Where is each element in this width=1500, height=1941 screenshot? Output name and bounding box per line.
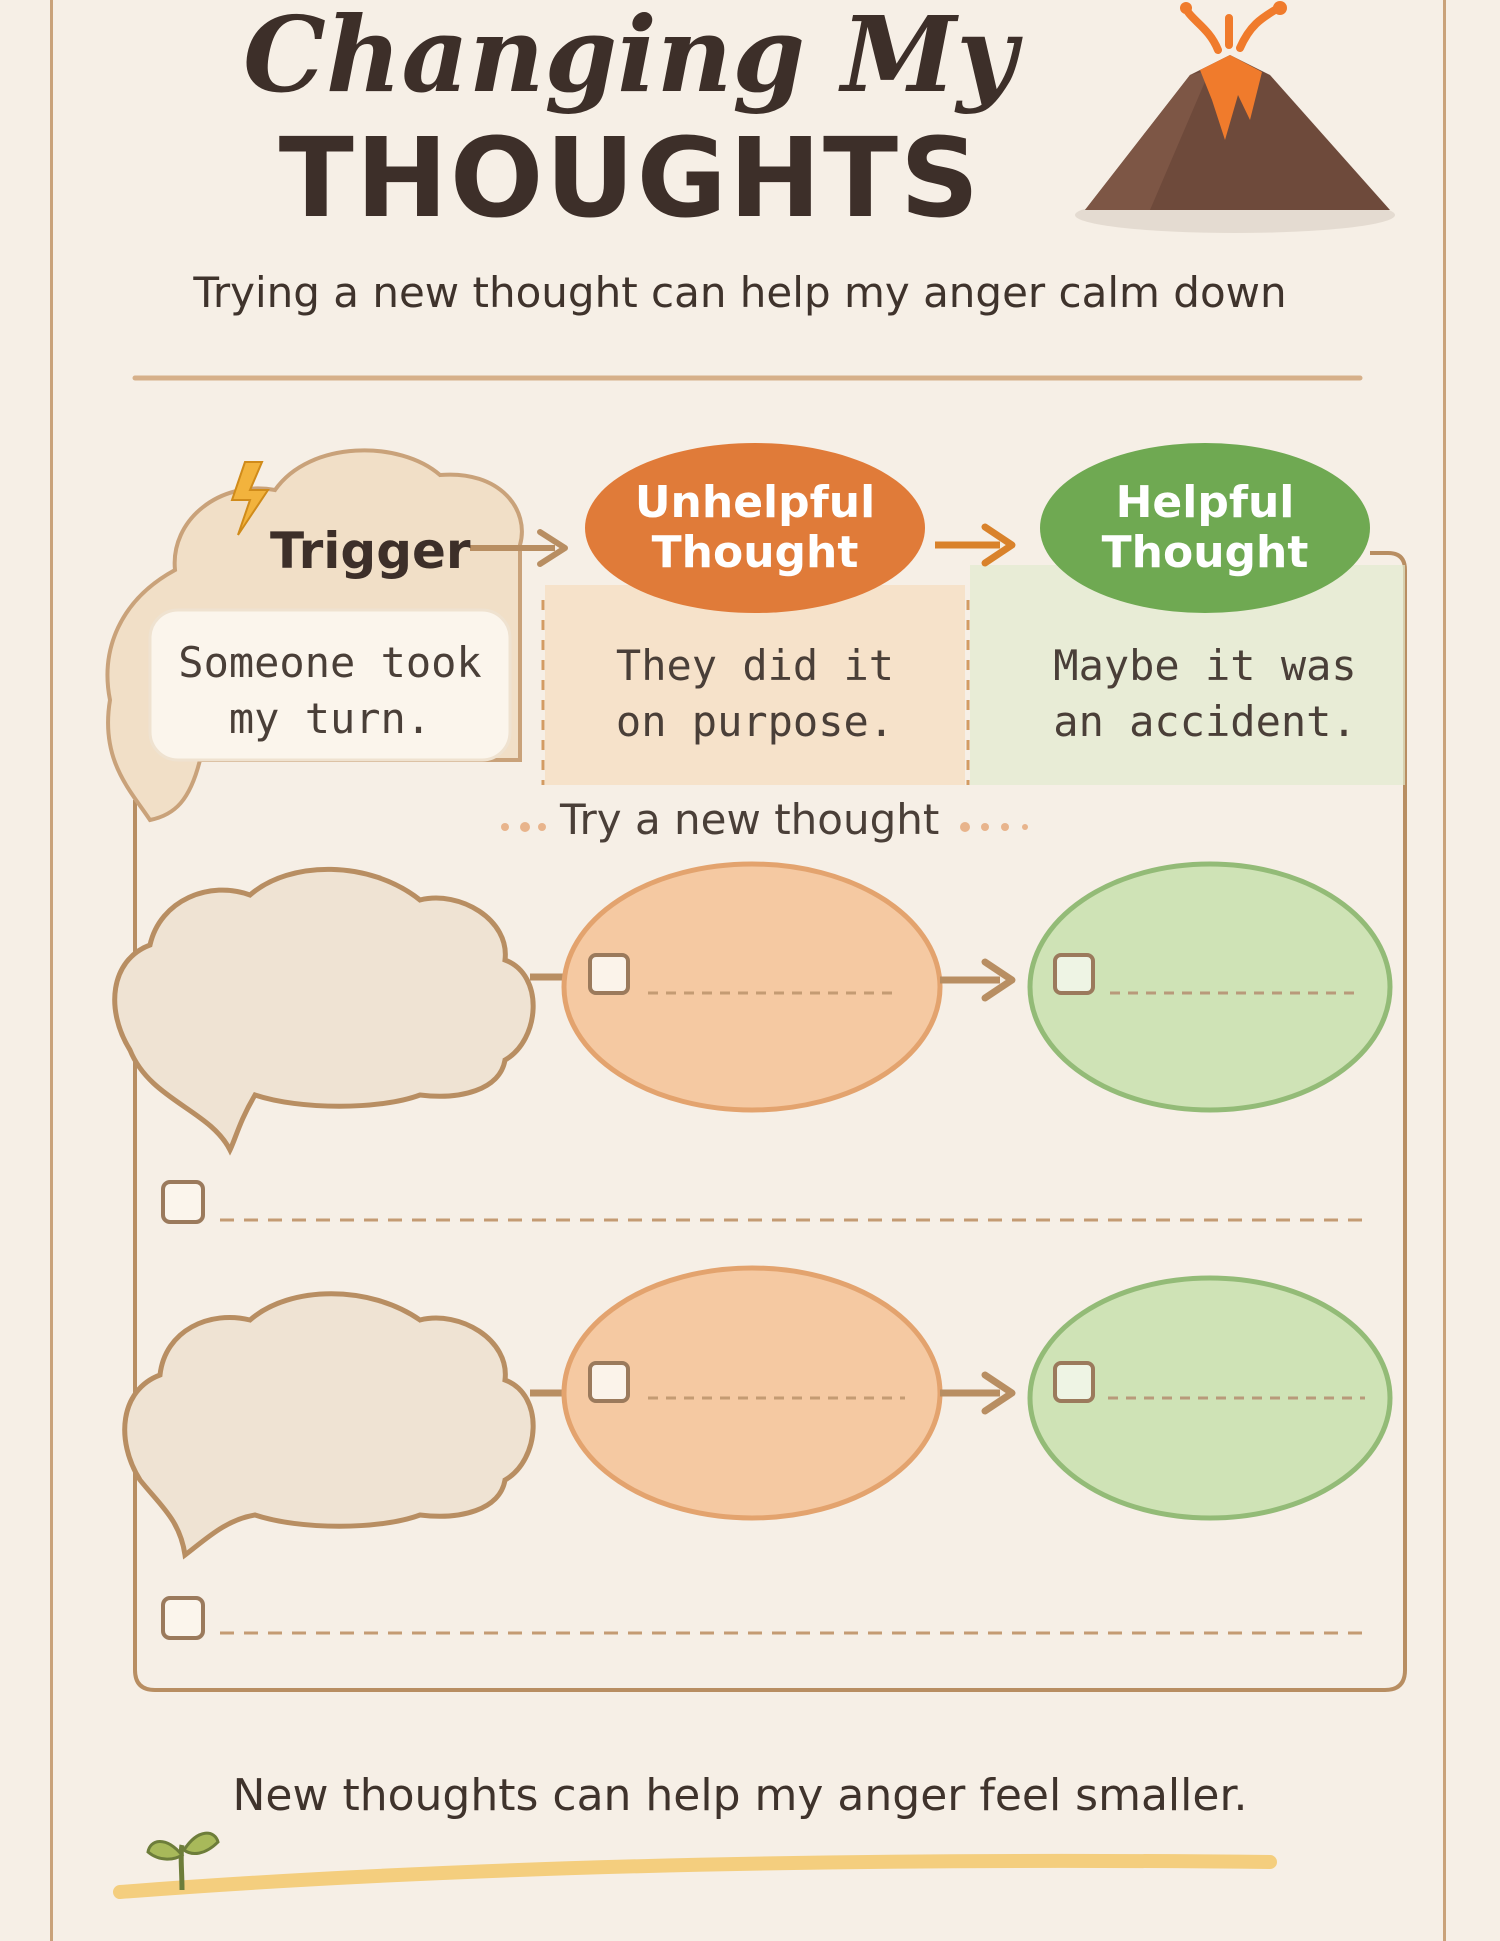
row-1: [112, 861, 1393, 1224]
volcano-icon: [1075, 1, 1395, 233]
trigger-example-line1: Someone took: [178, 638, 482, 687]
helpful-example-line1: Maybe it was: [1053, 641, 1357, 690]
page-border-left: [50, 0, 53, 1941]
helpful-example-text: Maybe it was an accident.: [1010, 638, 1400, 750]
unhelpful-example-bg: [545, 585, 965, 785]
helpful-thought-oval: [1040, 443, 1370, 613]
unhelpful-example-line1: They did it: [615, 641, 895, 690]
helpful-oval-input-1[interactable]: [1027, 861, 1393, 1113]
trigger-example-line2: my turn.: [228, 694, 432, 743]
unhelpful-checkbox-2[interactable]: [588, 1361, 630, 1403]
page-subtitle: Trying a new thought can help my anger c…: [193, 268, 1287, 317]
footer-message: New thoughts can help my anger feel smal…: [232, 1770, 1248, 1821]
trigger-heading: Trigger: [270, 522, 471, 580]
try-new-thought-label: Try a new thought: [560, 795, 940, 844]
worksheet-panel-outline: [133, 551, 1407, 1692]
page-title-line2: THOUGHTS: [278, 114, 982, 242]
page-border-right: [1443, 0, 1446, 1941]
footer-highlight: [113, 1853, 1277, 1899]
helpful-oval-input-2[interactable]: [1027, 1275, 1393, 1521]
helpful-thought-heading: Helpful Thought: [1101, 477, 1309, 578]
unhelpful-oval-input-1[interactable]: [561, 861, 943, 1113]
lightning-icon: [230, 461, 270, 536]
trigger-cloud-input-1[interactable]: [112, 866, 536, 1156]
unhelpful-thought-heading: Unhelpful Thought: [634, 477, 876, 578]
helpful-checkbox-1[interactable]: [1053, 953, 1095, 995]
trigger-cloud-input-2[interactable]: [122, 1291, 536, 1560]
row-checkbox-2[interactable]: [161, 1596, 205, 1640]
unhelpful-example-line2: on purpose.: [615, 697, 895, 746]
trigger-example-text: Someone took my turn.: [150, 635, 510, 747]
page-title-line1: Changing My: [243, 0, 1017, 116]
unhelpful-example-text: They did it on purpose.: [580, 638, 930, 750]
sprout-icon: [146, 1831, 220, 1891]
unhelpful-thought-oval: [585, 443, 925, 613]
arrow-icon: [470, 523, 1016, 567]
trigger-example-box: [148, 608, 512, 762]
helpful-checkbox-2[interactable]: [1053, 1361, 1095, 1403]
unhelpful-checkbox-1[interactable]: [588, 953, 630, 995]
row-checkbox-1[interactable]: [161, 1180, 205, 1224]
row-2: [122, 1265, 1393, 1640]
helpful-example-line2: an accident.: [1053, 697, 1357, 746]
